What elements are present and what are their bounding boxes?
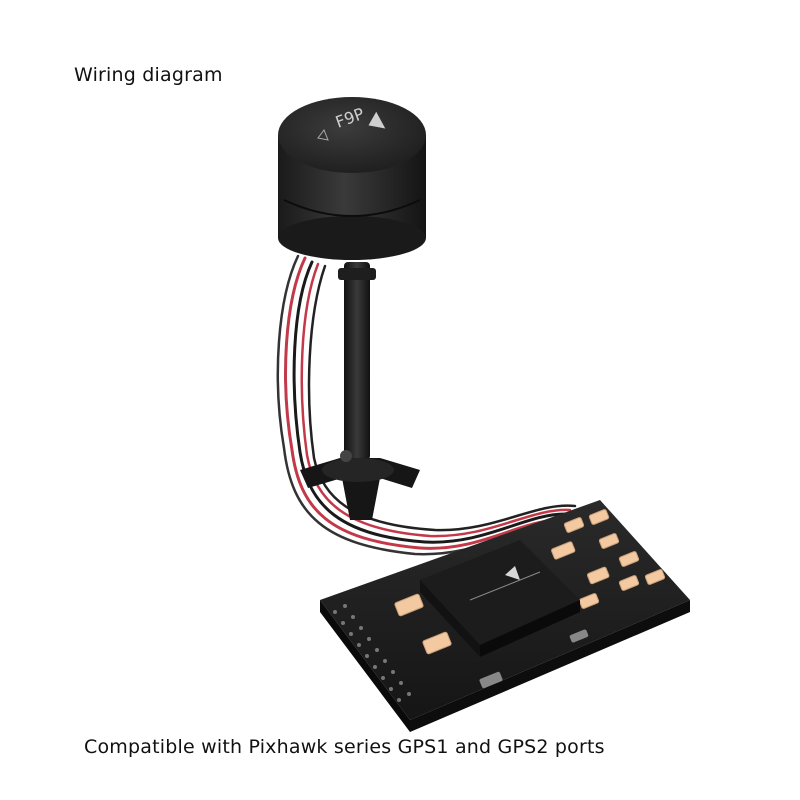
pixhawk-carrier-board	[320, 500, 690, 732]
jst-connectors	[394, 509, 666, 655]
flight-controller	[420, 540, 580, 657]
mount-base	[300, 450, 420, 520]
cable-bundle	[276, 254, 577, 556]
carbon-mast	[338, 262, 376, 460]
gps-module: F9P	[278, 97, 426, 260]
compatibility-caption: Compatible with Pixhawk series GPS1 and …	[84, 736, 605, 758]
wiring-diagram-title: Wiring diagram	[74, 64, 223, 86]
